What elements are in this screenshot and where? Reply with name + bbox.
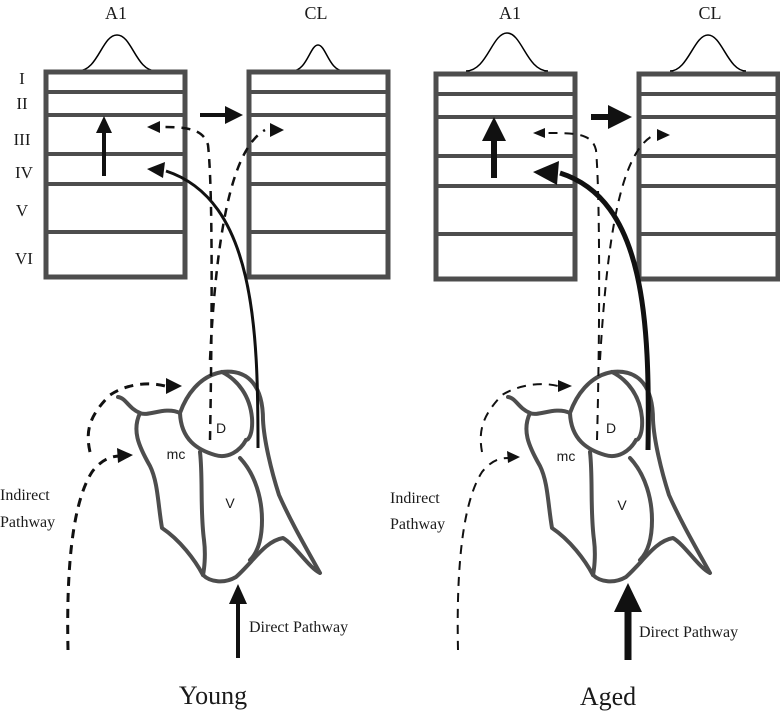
young-panel-title: Young	[179, 681, 247, 710]
aged-dashed-to-a1-projection	[545, 132, 601, 441]
young-a1-label: A1	[105, 3, 127, 23]
young-direct-to-a1-projection	[165, 169, 260, 449]
layer-label-iii: III	[14, 130, 31, 149]
young-cl-tuning-curve	[291, 44, 345, 72]
young-nucleus-d-label: D	[216, 420, 226, 436]
aged-direct-to-a1-projection	[559, 170, 651, 451]
aged-indirect-label-line2: Pathway	[390, 516, 445, 533]
aged-thalamus: D V mc	[506, 369, 712, 584]
layer-label-iv: IV	[15, 163, 34, 182]
aged-a1-tuning-curve	[465, 32, 549, 72]
young-a1-column	[43, 69, 188, 280]
young-a1-tuning-curve	[77, 34, 157, 72]
aged-panel-title: Aged	[580, 682, 636, 711]
aged-indirect-inner-arrow	[456, 457, 509, 651]
young-nucleus-v-label: V	[225, 495, 235, 511]
young-dashed-to-cl-projection	[208, 128, 266, 361]
young-indirect-label-line1: Indirect	[0, 487, 50, 504]
layer-label-v: V	[16, 201, 29, 220]
layer-label-ii: II	[16, 94, 28, 113]
aged-a1-label: A1	[499, 3, 521, 23]
layer-label-vi: VI	[15, 249, 33, 268]
young-indirect-inner-arrow	[66, 454, 121, 651]
young-panel: A1 CL	[0, 3, 391, 710]
aged-nucleus-v-label: V	[617, 497, 627, 513]
aged-indirect-outer-arrow	[479, 383, 559, 453]
young-indirect-outer-arrow	[86, 382, 166, 453]
aged-cl-label: CL	[698, 3, 721, 23]
aged-dashed-to-cl-projection	[599, 134, 655, 361]
cortical-layer-labels: I II III IV V VI	[14, 69, 34, 268]
aged-panel: A1 CL	[390, 3, 780, 711]
young-direct-pathway-label: Direct Pathway	[249, 619, 348, 636]
aged-direct-pathway-label: Direct Pathway	[639, 624, 738, 641]
aged-nucleus-mc-label: mc	[557, 448, 576, 464]
layer-label-i: I	[19, 69, 25, 88]
young-thalamus: D V mc	[116, 369, 322, 584]
aged-indirect-label-line1: Indirect	[390, 490, 440, 507]
aged-nucleus-d-label: D	[606, 420, 616, 436]
young-cl-label: CL	[304, 3, 327, 23]
young-cl-column	[246, 69, 391, 280]
aged-cl-tuning-curve	[669, 34, 747, 72]
aged-cl-column	[636, 71, 780, 282]
young-indirect-label-line2: Pathway	[0, 514, 55, 531]
young-nucleus-mc-label: mc	[167, 446, 186, 462]
